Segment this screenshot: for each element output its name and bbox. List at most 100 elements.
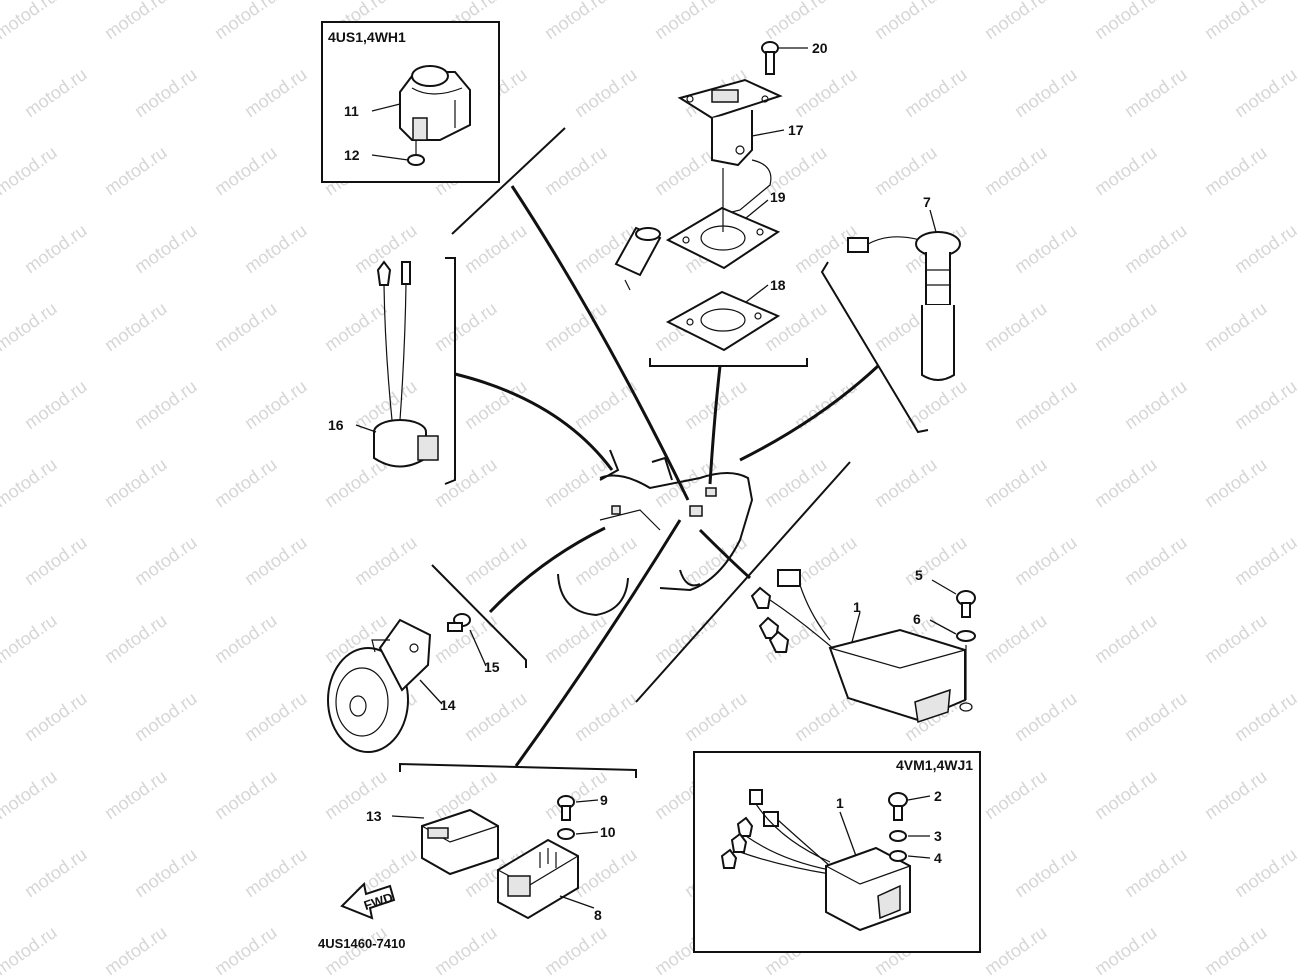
watermark-text: motod.ru	[211, 922, 281, 977]
watermark-text: motod.ru	[241, 844, 311, 901]
callout-14: 14	[440, 697, 456, 713]
watermark-text: motod.ru	[211, 610, 281, 667]
watermark-text: motod.ru	[101, 454, 171, 511]
part-1-cdi-unit	[635, 461, 973, 723]
watermark-text: motod.ru	[101, 0, 171, 43]
watermark-text: motod.ru	[901, 64, 971, 121]
inset-box-bottom-right: 4VM1,4WJ1	[693, 751, 981, 953]
watermark-text: motod.ru	[871, 142, 941, 199]
watermark-text: motod.ru	[1121, 376, 1191, 433]
watermark-text: motod.ru	[651, 0, 721, 43]
watermark-text: motod.ru	[431, 922, 501, 977]
watermark-text: motod.ru	[461, 376, 531, 433]
watermark-text: motod.ru	[871, 0, 941, 43]
watermark-text: motod.ru	[351, 532, 421, 589]
callout-7: 7	[923, 194, 931, 210]
callout-10: 10	[600, 824, 616, 840]
watermark-text: motod.ru	[101, 298, 171, 355]
watermark-text: motod.ru	[541, 454, 611, 511]
watermark-text: motod.ru	[1201, 0, 1271, 43]
watermark-text: motod.ru	[131, 376, 201, 433]
watermark-text: motod.ru	[1121, 844, 1191, 901]
callout-15: 15	[484, 659, 500, 675]
callout-19: 19	[770, 189, 786, 205]
watermark-text: motod.ru	[0, 142, 60, 199]
watermark-text: motod.ru	[1091, 922, 1161, 977]
watermark-text: motod.ru	[0, 766, 60, 823]
callout-4: 4	[934, 850, 942, 866]
watermark-text: motod.ru	[21, 532, 91, 589]
watermark-text: motod.ru	[791, 532, 861, 589]
watermark-text: motod.ru	[681, 688, 751, 745]
watermark-text: motod.ru	[541, 142, 611, 199]
callout-labels: 11 12 20 17 19 18 7 16 14 15 1 5 6 13 9 …	[328, 40, 942, 923]
part-17-sender-plate	[677, 78, 783, 216]
watermark-text: motod.ru	[131, 688, 201, 745]
watermark-text: motod.ru	[1011, 532, 1081, 589]
bottom-left-group	[399, 762, 637, 920]
watermark-text: motod.ru	[1091, 454, 1161, 511]
callout-20: 20	[812, 40, 828, 56]
watermark-text: motod.ru	[241, 688, 311, 745]
watermark-text: motod.ru	[211, 766, 281, 823]
part-19-gasket	[665, 168, 781, 270]
part-10-washer	[557, 828, 575, 840]
watermark-text: motod.ru	[651, 142, 721, 199]
watermark-text: motod.ru	[1011, 844, 1081, 901]
part-5-screw	[956, 590, 976, 618]
watermark-text: motod.ru	[101, 142, 171, 199]
watermark-text: motod.ru	[321, 454, 391, 511]
part-18-gasket	[665, 290, 781, 352]
watermark-text: motod.ru	[981, 0, 1051, 43]
watermark-text: motod.ru	[1201, 142, 1271, 199]
watermark-text: motod.ru	[321, 298, 391, 355]
watermark-text: motod.ru	[1201, 922, 1271, 977]
part-2-screw	[888, 792, 908, 821]
watermark-text: motod.ru	[1121, 688, 1191, 745]
callout-3: 3	[934, 828, 942, 844]
watermark-text: motod.ru	[901, 376, 971, 433]
connector-lines	[451, 127, 880, 767]
watermark-text: motod.ru	[21, 64, 91, 121]
watermark-text: motod.ru	[571, 844, 641, 901]
part-15-bolt	[447, 613, 471, 632]
watermark-text: motod.ru	[541, 298, 611, 355]
watermark-text: motod.ru	[21, 688, 91, 745]
part-20-bolt	[761, 41, 779, 75]
watermark-text: motod.ru	[131, 844, 201, 901]
watermark-text: motod.ru	[0, 610, 60, 667]
watermark-text: motod.ru	[431, 298, 501, 355]
watermark-text: motod.ru	[461, 220, 531, 277]
watermark-text: motod.ru	[211, 142, 281, 199]
watermark-text: motod.ru	[241, 64, 311, 121]
watermark-text: motod.ru	[241, 376, 311, 433]
watermark-text: motod.ru	[981, 766, 1051, 823]
part-6-washer	[956, 630, 976, 700]
watermark-text: motod.ru	[1201, 454, 1271, 511]
watermark-text: motod.ru	[1231, 376, 1301, 433]
part-3-washer	[889, 830, 907, 842]
watermark-text: motod.ru	[1231, 64, 1301, 121]
watermark-text: motod.ru	[1011, 64, 1081, 121]
inset-box-bottom-right-label: 4VM1,4WJ1	[896, 757, 973, 773]
watermark-text: motod.ru	[21, 376, 91, 433]
watermark-text: motod.ru	[431, 454, 501, 511]
watermark-text: motod.ru	[981, 454, 1051, 511]
callout-16: 16	[328, 417, 344, 433]
watermark-text: motod.ru	[101, 922, 171, 977]
part-7-sensor	[820, 231, 961, 434]
callout-13: 13	[366, 808, 382, 824]
part-4-washer	[889, 850, 907, 862]
watermark-text: motod.ru	[541, 0, 611, 43]
watermark-text: motod.ru	[0, 922, 60, 977]
watermark-text: motod.ru	[211, 0, 281, 43]
watermark-text: motod.ru	[871, 454, 941, 511]
watermark-text: motod.ru	[981, 922, 1051, 977]
watermark-text: motod.ru	[541, 922, 611, 977]
inset-box-top-left: 4US1,4WH1	[321, 21, 500, 183]
inset-box-top-left-label: 4US1,4WH1	[328, 29, 406, 45]
watermark-text: motod.ru	[21, 220, 91, 277]
watermark-text: motod.ru	[1091, 298, 1161, 355]
watermark-text: motod.ru	[211, 298, 281, 355]
